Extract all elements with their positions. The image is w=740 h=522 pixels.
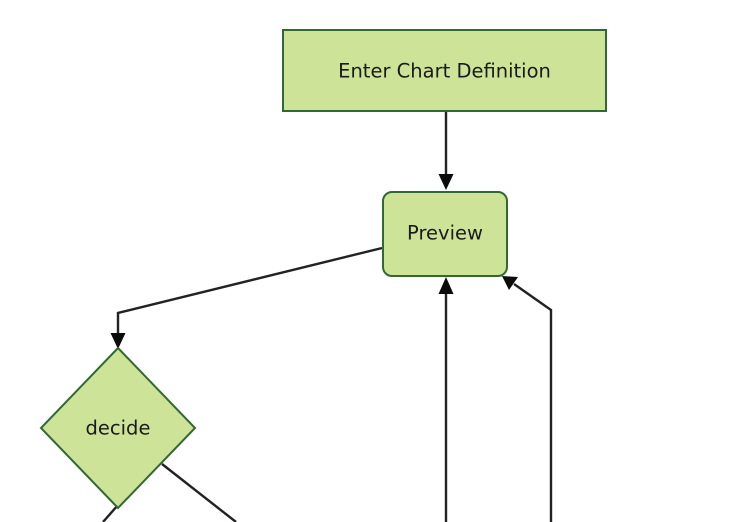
- edge-offscreen-right-to-preview-arrowhead: [502, 276, 518, 290]
- edge-preview-to-decide-line: [116, 246, 383, 336]
- node-preview-label: Preview: [407, 222, 483, 245]
- node-layer: Enter Chart Definition Preview decide: [39, 29, 607, 510]
- edge-enter-to-preview-arrowhead: [438, 174, 454, 190]
- node-enter-chart-definition-label: Enter Chart Definition: [338, 60, 551, 83]
- node-decide-shape: [39, 346, 197, 510]
- node-preview[interactable]: Preview: [382, 191, 508, 277]
- edge-preview-to-decide-arrowhead: [110, 333, 126, 349]
- node-enter-chart-definition[interactable]: Enter Chart Definition: [282, 29, 607, 112]
- edge-offscreen-bottom-to-preview[interactable]: [438, 277, 454, 522]
- node-preview-shape: [382, 191, 508, 277]
- edge-decide-to-offscreen-left[interactable]: [102, 504, 119, 522]
- edge-enter-to-preview[interactable]: [438, 112, 454, 190]
- edge-offscreen-right-to-preview-line: [513, 283, 553, 522]
- edge-decide-to-offscreen-right[interactable]: [161, 463, 237, 522]
- edge-decide-to-offscreen-left-line: [102, 504, 119, 522]
- edge-preview-to-decide[interactable]: [110, 246, 383, 349]
- node-decide[interactable]: decide: [39, 346, 197, 510]
- edge-decide-to-offscreen-right-line: [161, 463, 237, 522]
- edge-offscreen-right-to-preview[interactable]: [502, 276, 553, 522]
- node-enter-chart-definition-shape: [282, 29, 607, 112]
- node-decide-label: decide: [86, 417, 151, 440]
- edge-offscreen-bottom-to-preview-arrowhead: [438, 277, 454, 294]
- edge-layer: [102, 112, 553, 522]
